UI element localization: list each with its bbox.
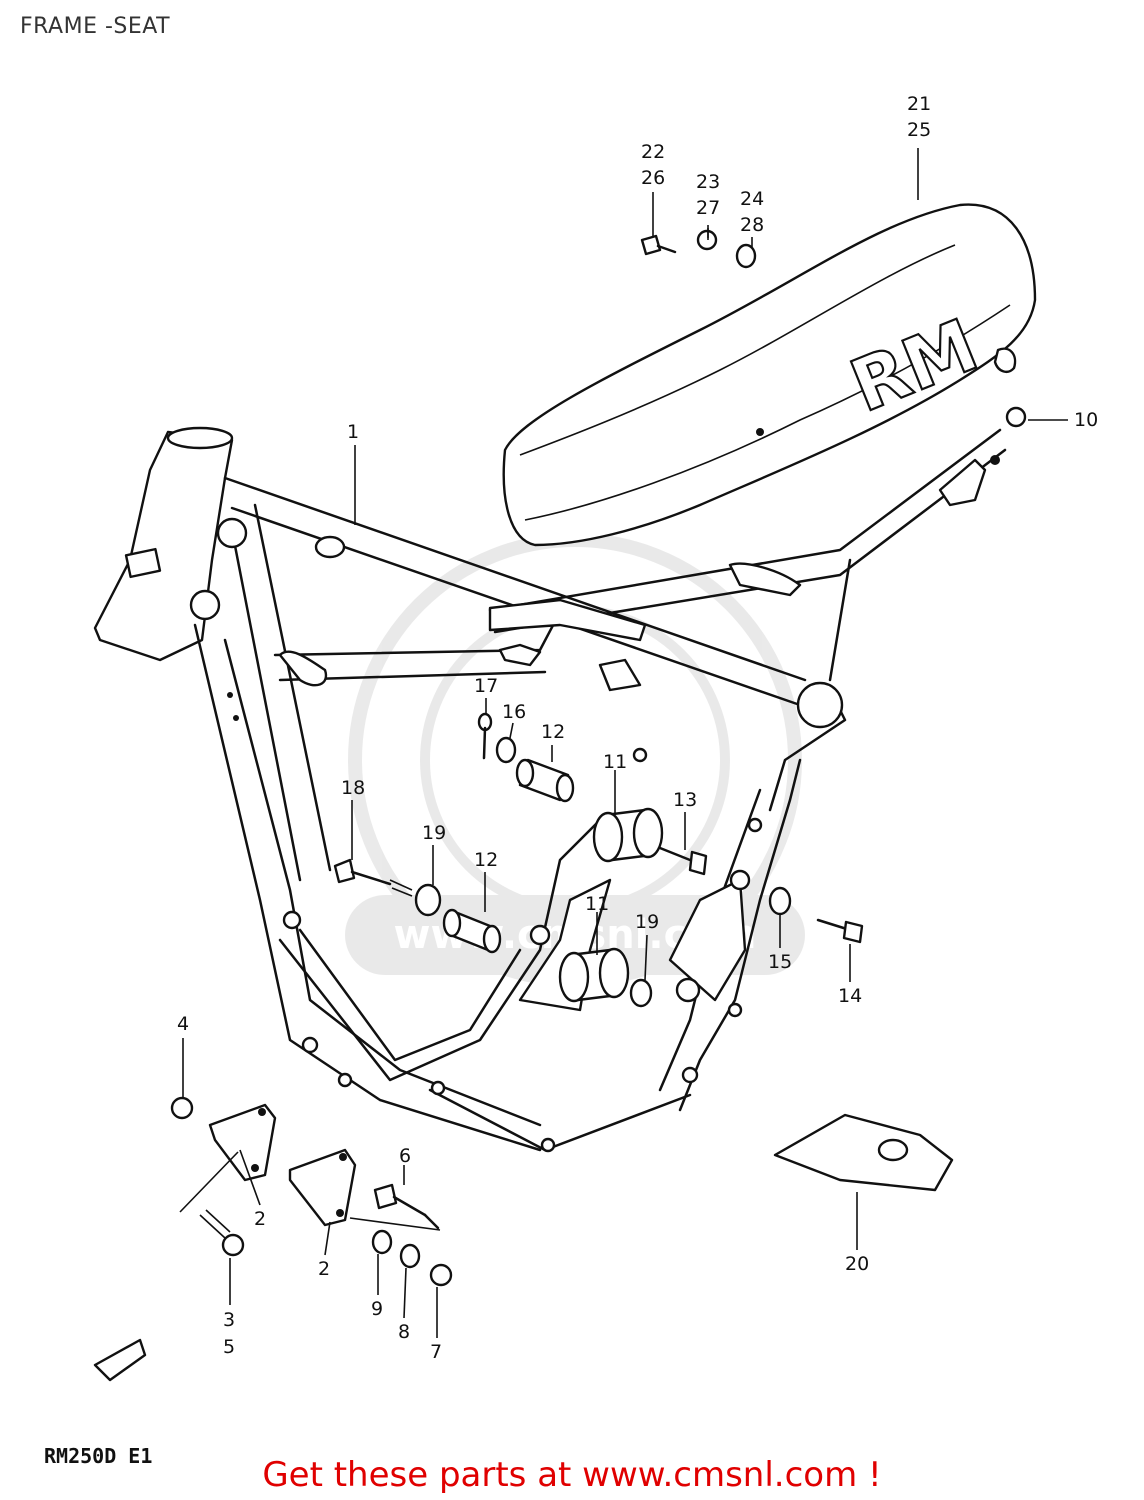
callout-15: 15 [768, 951, 792, 973]
callout-25: 25 [907, 119, 931, 141]
callout-2-right: 2 [318, 1258, 330, 1280]
callout-14: 14 [838, 985, 862, 1007]
nut-7 [429, 1263, 453, 1287]
leader-lines [182, 148, 1068, 1338]
bolt-18 [333, 858, 413, 897]
callout-8: 8 [398, 1321, 410, 1343]
callout-4: 4 [177, 1013, 189, 1035]
callout-20: 20 [845, 1253, 869, 1275]
seat: RM [502, 203, 1037, 547]
callout-28: 28 [740, 214, 764, 236]
callout-11-upper: 11 [603, 751, 627, 773]
callout-3: 3 [223, 1309, 235, 1331]
bracket-2-right [288, 1148, 357, 1227]
callout-27: 27 [696, 197, 720, 219]
callout-12-upper: 12 [541, 721, 565, 743]
callout-19-lower: 19 [635, 911, 659, 933]
nut-10 [1005, 406, 1027, 428]
callout-7: 7 [430, 1341, 442, 1363]
callout-24: 24 [740, 188, 764, 210]
bushing-11-upper [592, 807, 664, 863]
collar-12-lower [442, 908, 502, 954]
callout-5: 5 [223, 1336, 235, 1358]
bolt-3 [199, 1209, 245, 1257]
washer-19-upper [414, 883, 442, 917]
callout-22: 22 [641, 141, 665, 163]
callout-13: 13 [673, 789, 697, 811]
callout-10: 10 [1074, 409, 1098, 431]
bushing-11-lower [558, 947, 630, 1003]
callout-9: 9 [371, 1298, 383, 1320]
callout-11-lower: 11 [585, 893, 609, 915]
nut-23 [696, 229, 718, 251]
bolt-22 [640, 234, 677, 256]
washer-24 [735, 243, 757, 269]
logo-mark [93, 1338, 147, 1382]
callout-18: 18 [341, 777, 365, 799]
guard-20 [773, 1113, 954, 1192]
bolt-6 [373, 1183, 440, 1230]
callouts: 1 21 25 22 26 23 27 24 28 10 17 16 12 11… [177, 93, 1098, 1363]
callout-2-left: 2 [254, 1208, 266, 1230]
callout-21: 21 [907, 93, 931, 115]
callout-1: 1 [347, 421, 359, 443]
frame [93, 426, 1007, 1153]
washer-15 [768, 886, 792, 916]
page-title: FRAME -SEAT [20, 14, 171, 39]
hardware [93, 229, 1027, 1382]
bolt-14 [816, 918, 864, 944]
callout-23: 23 [696, 171, 720, 193]
washer-16 [495, 736, 517, 764]
bolt-13 [658, 846, 708, 876]
callout-6: 6 [399, 1145, 411, 1167]
bracket-2-left [208, 1103, 277, 1182]
callout-16: 16 [502, 701, 526, 723]
callout-19-upper: 19 [422, 822, 446, 844]
washer-8 [399, 1243, 421, 1269]
footer-link[interactable]: Get these parts at www.cmsnl.com ! [262, 1455, 882, 1495]
cotter-pin-17 [477, 712, 493, 760]
washer-19-lower [629, 978, 653, 1008]
washer-9 [371, 1229, 393, 1255]
nut-4 [170, 1096, 194, 1120]
callout-26: 26 [641, 167, 665, 189]
callout-17: 17 [474, 675, 498, 697]
callout-12-lower: 12 [474, 849, 498, 871]
model-label: RM250D E1 [44, 1444, 153, 1468]
collar-12-upper [515, 758, 575, 803]
